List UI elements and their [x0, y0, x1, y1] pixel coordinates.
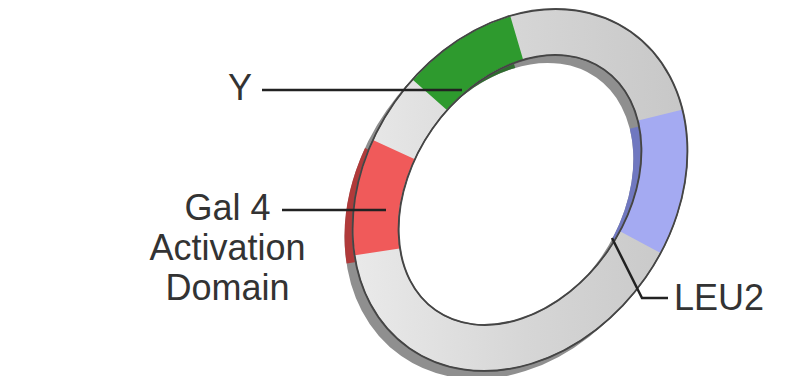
y-segment: [316, 0, 724, 376]
leader-line: [282, 209, 386, 212]
activation-domain-segment: [316, 0, 724, 376]
part-label: Gal 4 Activation Domain: [140, 188, 315, 308]
leader-line: [262, 89, 462, 92]
ring-top: [284, 0, 756, 376]
part-label: Y: [228, 68, 252, 108]
leu2-segment: [316, 0, 724, 376]
plasmid-ring: [316, 0, 724, 376]
leader-line: [612, 238, 668, 298]
part-label: LEU2: [674, 278, 764, 318]
